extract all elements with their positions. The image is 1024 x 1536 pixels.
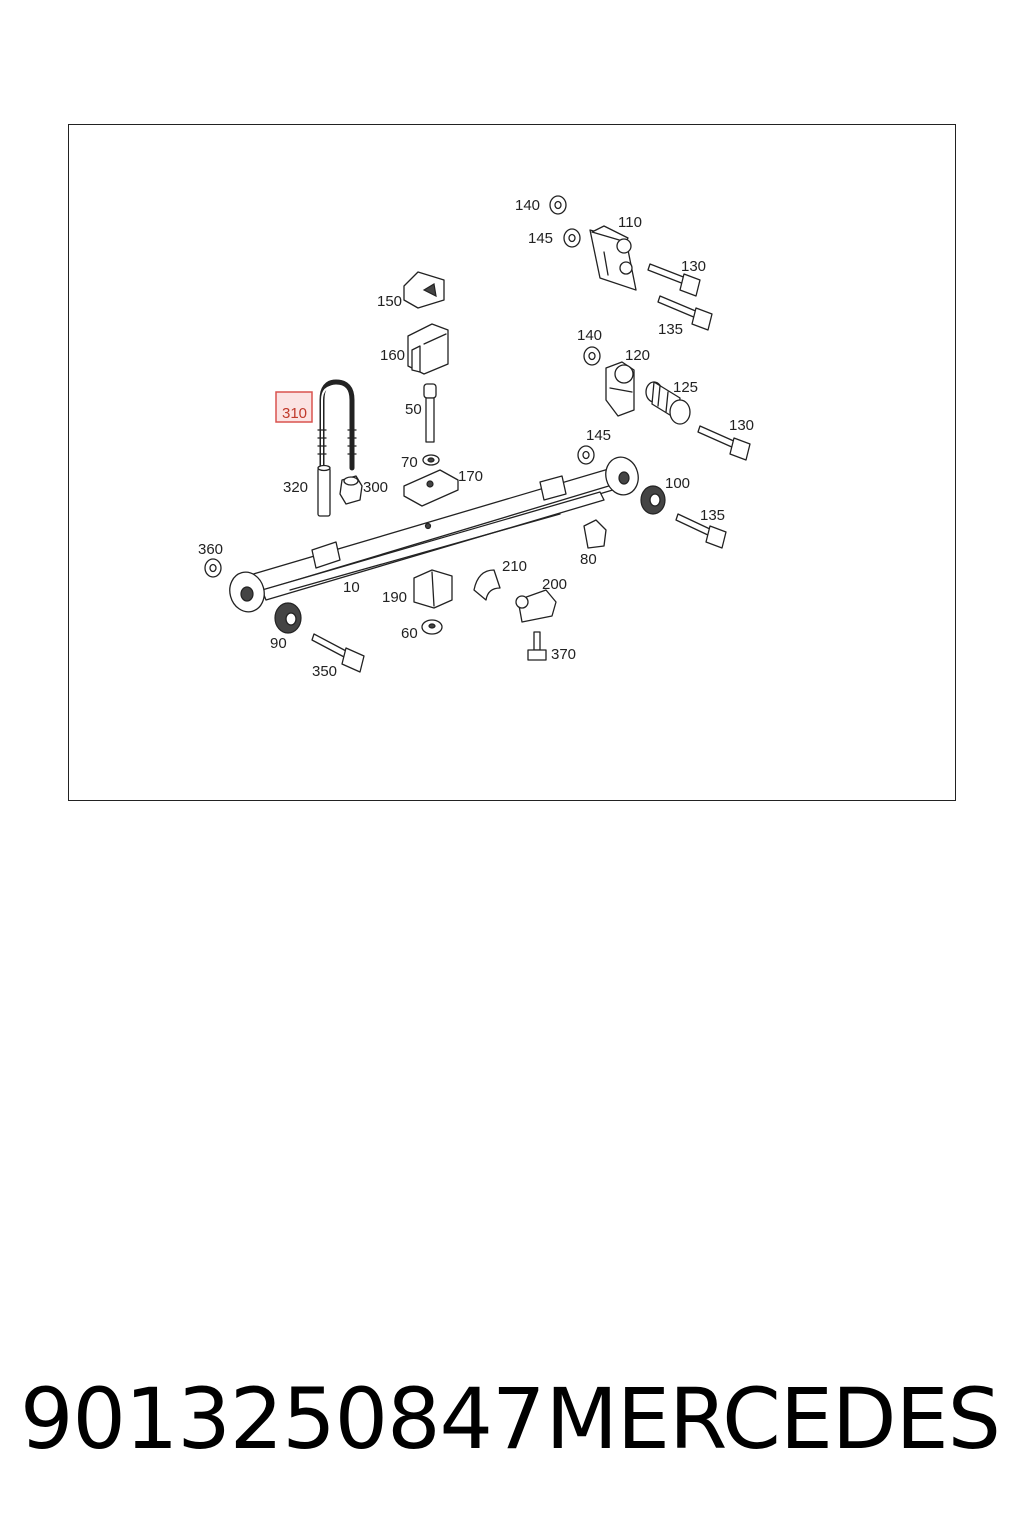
label-160[interactable]: 160: [380, 347, 405, 364]
part-number: 9013250847: [20, 1370, 545, 1468]
label-135-top[interactable]: 135: [658, 321, 683, 338]
part-80[interactable]: [583, 519, 607, 549]
label-210[interactable]: 210: [502, 558, 527, 575]
clamp-210[interactable]: [473, 569, 501, 601]
label-130-mid[interactable]: 130: [729, 417, 754, 434]
label-320[interactable]: 320: [283, 479, 308, 496]
washer-145-top[interactable]: [563, 228, 581, 248]
label-300[interactable]: 300: [363, 479, 388, 496]
highlight-box-310: [275, 391, 313, 423]
callout-labels: 140 145 110 130 135 150 160 50 310 140 1…: [198, 197, 754, 680]
bolt-135-mid[interactable]: [675, 513, 727, 549]
label-370[interactable]: 370: [551, 646, 576, 663]
label-60[interactable]: 60: [401, 625, 418, 642]
label-120[interactable]: 120: [625, 347, 650, 364]
bolt-370[interactable]: [527, 631, 547, 661]
label-150[interactable]: 150: [377, 293, 402, 310]
bolt-350[interactable]: [311, 633, 365, 673]
label-190[interactable]: 190: [382, 589, 407, 606]
bracket-120[interactable]: [605, 361, 635, 417]
washer-140-top[interactable]: [549, 195, 567, 215]
bolt-135-top[interactable]: [657, 295, 713, 331]
clamp-200[interactable]: [515, 589, 557, 623]
spacer-320[interactable]: [317, 464, 331, 517]
label-145-mid[interactable]: 145: [586, 427, 611, 444]
bump-stop-150[interactable]: [403, 271, 445, 309]
label-200[interactable]: 200: [542, 576, 567, 593]
label-100[interactable]: 100: [665, 475, 690, 492]
label-170[interactable]: 170: [458, 468, 483, 485]
label-350[interactable]: 350: [312, 663, 337, 680]
parts-diagram: 140 145 110 130 135 150 160 50 310 140 1…: [198, 195, 754, 680]
bracket-160[interactable]: [407, 323, 449, 375]
nut-300[interactable]: [339, 475, 363, 505]
shackle-pin-125[interactable]: [645, 381, 691, 425]
label-70[interactable]: 70: [401, 454, 418, 471]
label-10[interactable]: 10: [343, 579, 360, 596]
plate-170[interactable]: [403, 469, 459, 507]
label-80[interactable]: 80: [580, 551, 597, 568]
label-130-top[interactable]: 130: [681, 258, 706, 275]
bolt-50[interactable]: [423, 383, 437, 443]
label-50[interactable]: 50: [405, 401, 422, 418]
label-125[interactable]: 125: [673, 379, 698, 396]
bushing-100[interactable]: [640, 485, 666, 515]
bushing-90[interactable]: [274, 602, 302, 634]
label-135-mid[interactable]: 135: [700, 507, 725, 524]
label-310[interactable]: 310: [282, 405, 307, 422]
hanger-bracket-110[interactable]: [589, 225, 637, 291]
caption: 9013250847 MERCEDES: [0, 1370, 1024, 1470]
washer-145-mid[interactable]: [577, 445, 595, 465]
part-190[interactable]: [413, 569, 453, 609]
washer-360[interactable]: [204, 558, 222, 578]
washer-70[interactable]: [422, 454, 440, 466]
nut-60[interactable]: [421, 619, 443, 635]
label-145-top[interactable]: 145: [528, 230, 553, 247]
label-140-mid[interactable]: 140: [577, 327, 602, 344]
label-360[interactable]: 360: [198, 541, 223, 558]
bolt-130-top[interactable]: [647, 263, 701, 297]
label-110[interactable]: 110: [618, 214, 642, 231]
brand-name: MERCEDES: [545, 1370, 1001, 1468]
washer-140-mid[interactable]: [583, 346, 601, 366]
bolt-130-mid[interactable]: [697, 425, 751, 461]
label-140-top[interactable]: 140: [515, 197, 540, 214]
label-90[interactable]: 90: [270, 635, 287, 652]
diagram-frame: [68, 124, 956, 801]
leaf-spring-10[interactable]: [225, 454, 642, 616]
u-bolt-310[interactable]: [317, 379, 357, 471]
